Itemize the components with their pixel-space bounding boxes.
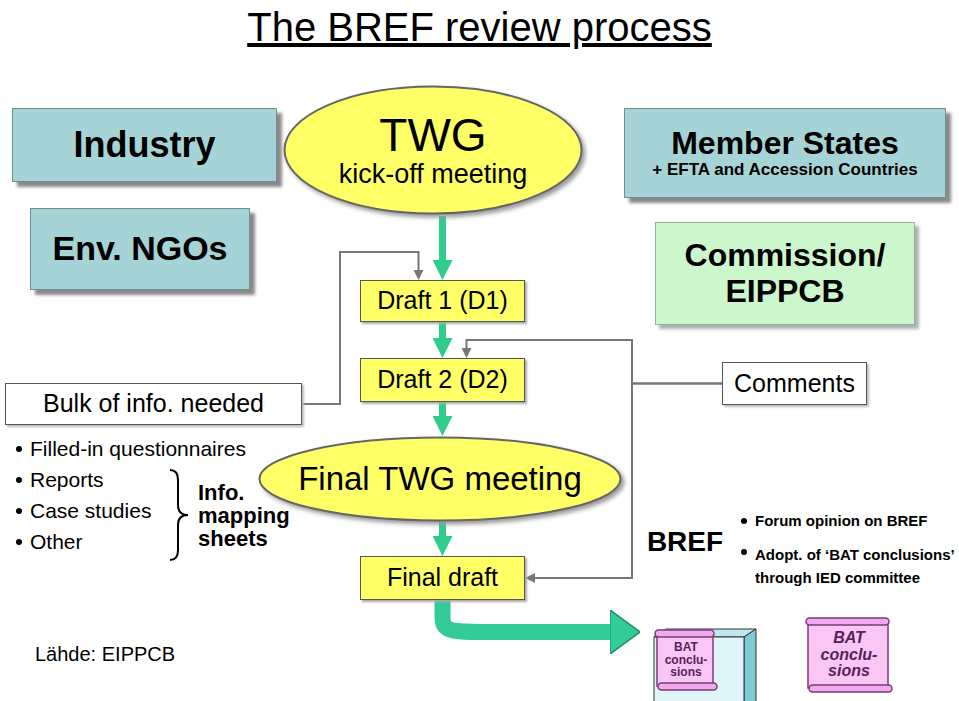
node-text: Member States: [671, 126, 899, 161]
ellipse-shape: [260, 438, 621, 521]
node-text: BAT conclu- sions: [812, 630, 886, 680]
scroll-body: [657, 634, 713, 686]
source-note: Lähde: EIPPCB: [35, 643, 175, 666]
text-group: Comments: [734, 370, 855, 398]
node-text: Final draft: [387, 564, 498, 592]
node-text: Final TWG meeting: [298, 461, 582, 497]
stakeholder-box: Industry: [12, 108, 277, 182]
bullet-dot: [16, 446, 22, 452]
bullet-dot: [16, 508, 22, 514]
book-top: [654, 629, 756, 637]
node-text: BREF: [647, 527, 723, 558]
text-group: Draft 2 (D2): [377, 366, 508, 394]
list-item: Other: [30, 530, 83, 554]
stakeholder-box: Env. NGOs: [30, 208, 250, 290]
meeting-ellipse: Final TWG meeting: [258, 436, 622, 522]
text-group: Commission/ EIPPCB: [667, 238, 903, 308]
node-text: Draft 2 (D2): [377, 366, 508, 394]
group-label: Info. mapping sheets: [198, 481, 310, 550]
text-group: Industry: [73, 125, 215, 165]
connector: [439, 322, 446, 338]
book-side: [744, 629, 756, 701]
node-text: Industry: [73, 125, 215, 165]
scroll-roll: [806, 618, 889, 625]
connector: [439, 522, 446, 536]
text-group: Env. NGOs: [52, 230, 227, 267]
ellipse-shape: [285, 87, 582, 214]
connector: [439, 402, 446, 416]
text-group: Member States+ EFTA and Accession Countr…: [652, 126, 917, 180]
bullet-dot: [16, 477, 22, 483]
node-text: Commission/ EIPPCB: [667, 238, 903, 308]
scroll-roll: [809, 685, 892, 692]
draft-box: Final draft: [360, 556, 525, 600]
draft-box: Draft 2 (D2): [360, 358, 525, 402]
text-group: TWGkick-off meeting: [339, 110, 528, 190]
node-text: Comments: [734, 370, 855, 398]
text-group: Final draft: [387, 564, 498, 592]
node-text: kick-off meeting: [339, 160, 528, 190]
text-group: Draft 1 (D1): [377, 287, 508, 315]
scroll-body: [808, 622, 888, 688]
node-text: Env. NGOs: [52, 230, 227, 267]
stakeholder-box: Commission/ EIPPCB: [655, 222, 915, 325]
list-item: Reports: [30, 468, 104, 492]
stakeholder-box: Member States+ EFTA and Accession Countr…: [624, 108, 946, 198]
diagram-title: The BREF review process: [0, 4, 959, 50]
bat-scroll: BAT conclu- sions: [805, 617, 893, 693]
text-group: BAT conclu- sions: [812, 630, 886, 680]
node-text: Bulk of info. needed: [43, 390, 264, 418]
bref-document: BAT conclu- sions BREF: [640, 497, 742, 697]
brace: [170, 470, 188, 560]
list-item: Case studies: [30, 499, 151, 523]
connector: [439, 216, 446, 260]
draft-box: Draft 1 (D1): [360, 280, 525, 322]
list-item: Adopt. of ‘BAT conclusions’ through IED …: [755, 543, 955, 590]
node-text: + EFTA and Accession Countries: [652, 161, 917, 180]
text-group: Bulk of info. needed: [43, 390, 264, 418]
meeting-ellipse: TWGkick-off meeting: [283, 85, 583, 215]
scroll-roll: [658, 683, 717, 690]
list-item: Forum opinion on BREF: [755, 512, 955, 529]
text-group: Final TWG meeting: [298, 461, 582, 497]
bullet-dot: [16, 539, 22, 545]
bat-scroll: BAT conclu- sions: [654, 629, 718, 691]
scroll-roll: [655, 630, 714, 637]
connector: [443, 600, 611, 632]
comments-box: Comments: [722, 362, 867, 405]
bullet-dot: [741, 518, 747, 524]
bullet-dot: [741, 549, 747, 555]
text-group: BAT conclu- sions: [659, 641, 713, 679]
node-text: BAT conclu- sions: [659, 641, 713, 679]
node-text: TWG: [379, 110, 486, 161]
list-item: Filled-in questionnaires: [30, 437, 246, 461]
node-text: Draft 1 (D1): [377, 287, 508, 315]
info-box: Bulk of info. needed: [5, 383, 302, 425]
text-group: BREF: [647, 527, 723, 558]
